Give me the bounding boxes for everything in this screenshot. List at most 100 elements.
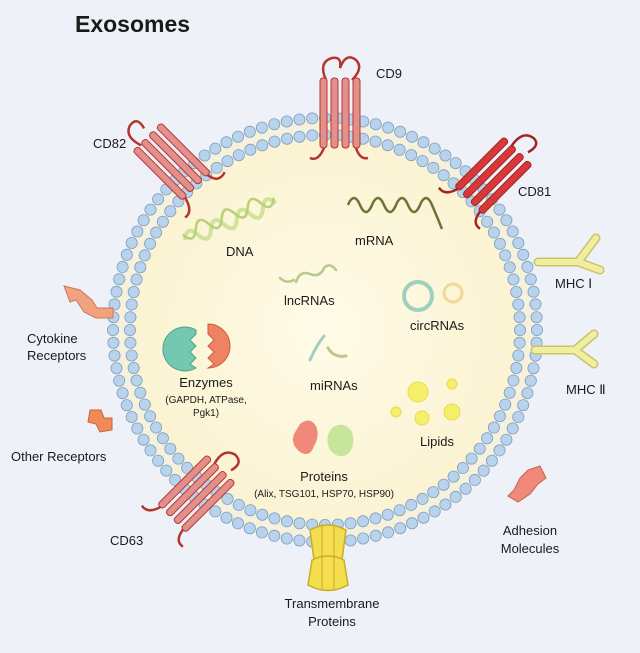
lipid-bead (416, 492, 429, 505)
lipid-bead (416, 155, 429, 168)
lipid-bead (417, 136, 430, 149)
mirna-strands (308, 334, 348, 362)
lipid-bead (116, 387, 129, 400)
lipid-bead (125, 298, 138, 311)
lipid-bead (394, 125, 407, 138)
lipid-bead (369, 512, 382, 525)
lipid-bead (137, 214, 150, 227)
lipid-bead (152, 454, 165, 467)
lipid-bead (428, 142, 441, 155)
lipid-bead (449, 157, 462, 170)
lipid-bead (120, 248, 133, 261)
lipid-bead (280, 515, 293, 528)
label-proteins: Proteins (300, 469, 348, 484)
lipid-bead (125, 410, 138, 423)
lipid-bead (512, 410, 525, 423)
lipid-bead (428, 505, 441, 518)
lipid-bead (169, 473, 182, 486)
lipid-bead (198, 149, 211, 162)
lipid-bead (507, 273, 520, 286)
lipid-bead (130, 273, 143, 286)
lipid-droplets (390, 378, 461, 426)
lipid-bead (172, 452, 185, 465)
lipid-bead (468, 473, 481, 486)
lipid-bead (127, 285, 140, 298)
lipid-bead (280, 532, 293, 545)
lipid-bead (232, 149, 245, 162)
lipid-bead (256, 508, 269, 521)
lipid-bead (244, 504, 257, 517)
lipid-bead (293, 130, 306, 143)
lipid-bead (110, 362, 123, 375)
lipid-bead (150, 226, 163, 239)
lipid-bead (144, 237, 157, 250)
label-adhesion-molecules-2: Molecules (501, 541, 560, 556)
lipid-bead (514, 323, 527, 336)
lipid-bead (144, 203, 157, 216)
lipid-bead (120, 399, 133, 412)
mhc2-receptor (530, 329, 599, 369)
lipid-bead (268, 512, 281, 525)
lipid-bead (134, 261, 147, 274)
mhc1-receptor (533, 233, 605, 275)
label-cd63: CD63 (110, 533, 143, 548)
label-lipids: Lipids (420, 434, 454, 449)
lipid-bead (513, 336, 526, 349)
lipid-bead (527, 285, 540, 298)
lipid-bead (437, 169, 450, 182)
lipid-bead (113, 273, 126, 286)
lipid-bead (221, 155, 234, 168)
lipid-bead (356, 515, 369, 528)
lipid-bead (493, 410, 506, 423)
lipid-bead (503, 261, 516, 274)
lipid-bead (152, 193, 165, 206)
lipid-bead (344, 534, 357, 547)
lipid-bead (134, 386, 147, 399)
lipid-bead (499, 249, 512, 262)
lipid-bead (521, 387, 534, 400)
lipid-bead (393, 143, 406, 156)
lipid-bead (244, 143, 257, 156)
lipid-bead (524, 374, 537, 387)
lipid-bead (293, 534, 306, 547)
other-receptor (87, 409, 113, 433)
lipid-bead (507, 374, 520, 387)
diagram-title: Exosomes (75, 11, 190, 37)
label-mrna: mRNA (355, 233, 394, 248)
lipid-bead (156, 215, 169, 228)
lipid-bead (427, 486, 440, 499)
lipid-bead (231, 130, 244, 143)
enzyme-shapes (162, 323, 231, 372)
lipid-bead (243, 125, 256, 138)
lipid-bead (524, 273, 537, 286)
label-enzymes: Enzymes (179, 375, 233, 390)
lipid-bead (405, 517, 418, 530)
lipid-bead (124, 336, 137, 349)
lipid-bead (510, 361, 523, 374)
lipid-bead (417, 511, 430, 524)
lipid-bead (150, 421, 163, 434)
lipid-bead (124, 323, 137, 336)
lipid-bead (473, 442, 486, 455)
lipid-bead (481, 215, 494, 228)
lipid-bead (382, 121, 395, 134)
lipid-bead (306, 112, 319, 125)
lipid-bead (210, 161, 223, 174)
lipid-bead (512, 298, 525, 311)
lipid-bead (500, 214, 513, 227)
lipid-bead (293, 517, 306, 530)
lipid-bead (517, 248, 530, 261)
lipid-bead (427, 161, 440, 174)
lipid-bead (124, 311, 137, 324)
adhesion-molecule (507, 465, 547, 503)
lipid-bead (232, 498, 245, 511)
lipid-bead (125, 236, 138, 249)
lipid-bead (531, 323, 544, 336)
lipid-bead (293, 113, 306, 126)
lipid-bead (437, 478, 450, 491)
exosome-lumen (133, 138, 517, 522)
lipid-bead (449, 490, 462, 503)
lipid-bead (280, 115, 293, 128)
lipid-bead (512, 349, 525, 362)
lipid-bead (268, 118, 281, 131)
